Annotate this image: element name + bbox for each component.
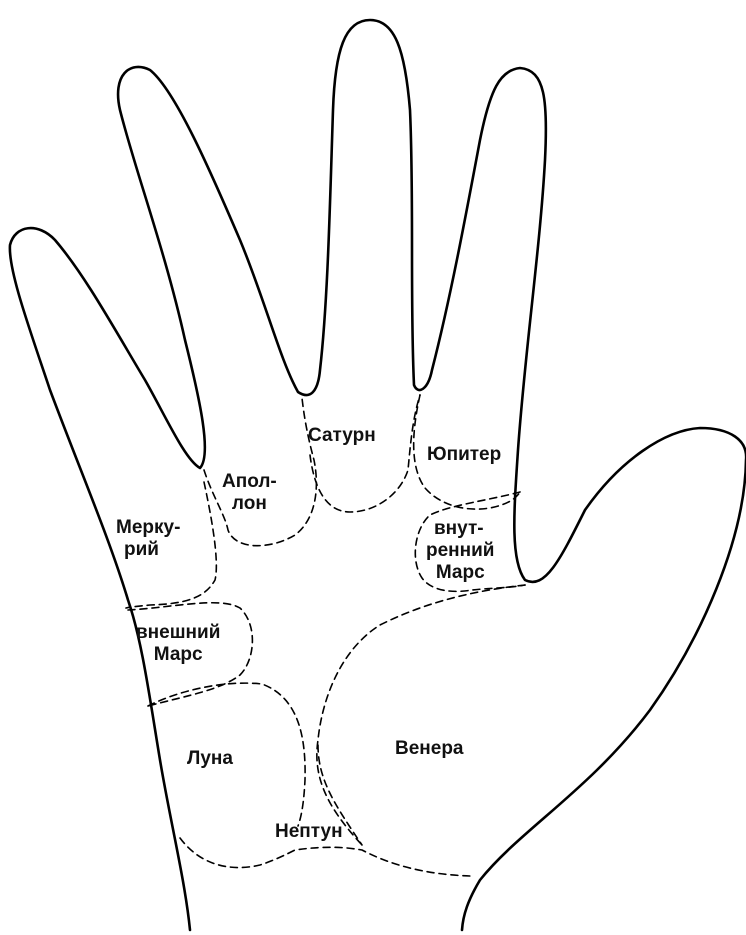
label-mercury: Мерку- рий <box>116 517 180 561</box>
label-mercury-line1: Мерку- <box>116 517 180 539</box>
label-neptune: Нептун <box>275 821 343 843</box>
label-outer-mars-line1: внешний <box>136 622 220 644</box>
label-apollo-line2: лон <box>222 493 277 515</box>
label-inner-mars-line1: внут- <box>426 518 495 540</box>
neptune-mount-boundary <box>180 838 470 876</box>
label-mercury-line2: рий <box>116 539 180 561</box>
hand-outline <box>10 20 746 930</box>
label-inner-mars-line2: ренний <box>426 540 495 562</box>
label-apollo: Апол- лон <box>222 471 277 515</box>
label-outer-mars-line2: Марс <box>136 644 220 666</box>
saturn-mount-boundary <box>310 395 420 512</box>
label-venus: Венера <box>395 738 464 760</box>
label-inner-mars: внут- ренний Марс <box>426 518 495 584</box>
label-outer-mars: внешний Марс <box>136 622 220 666</box>
label-apollo-line1: Апол- <box>222 471 277 493</box>
label-saturn: Сатурн <box>308 425 376 447</box>
label-inner-mars-line3: Марс <box>426 562 495 584</box>
label-moon: Луна <box>187 748 233 770</box>
label-jupiter: Юпитер <box>427 444 501 466</box>
venus-mount-boundary <box>317 585 525 845</box>
